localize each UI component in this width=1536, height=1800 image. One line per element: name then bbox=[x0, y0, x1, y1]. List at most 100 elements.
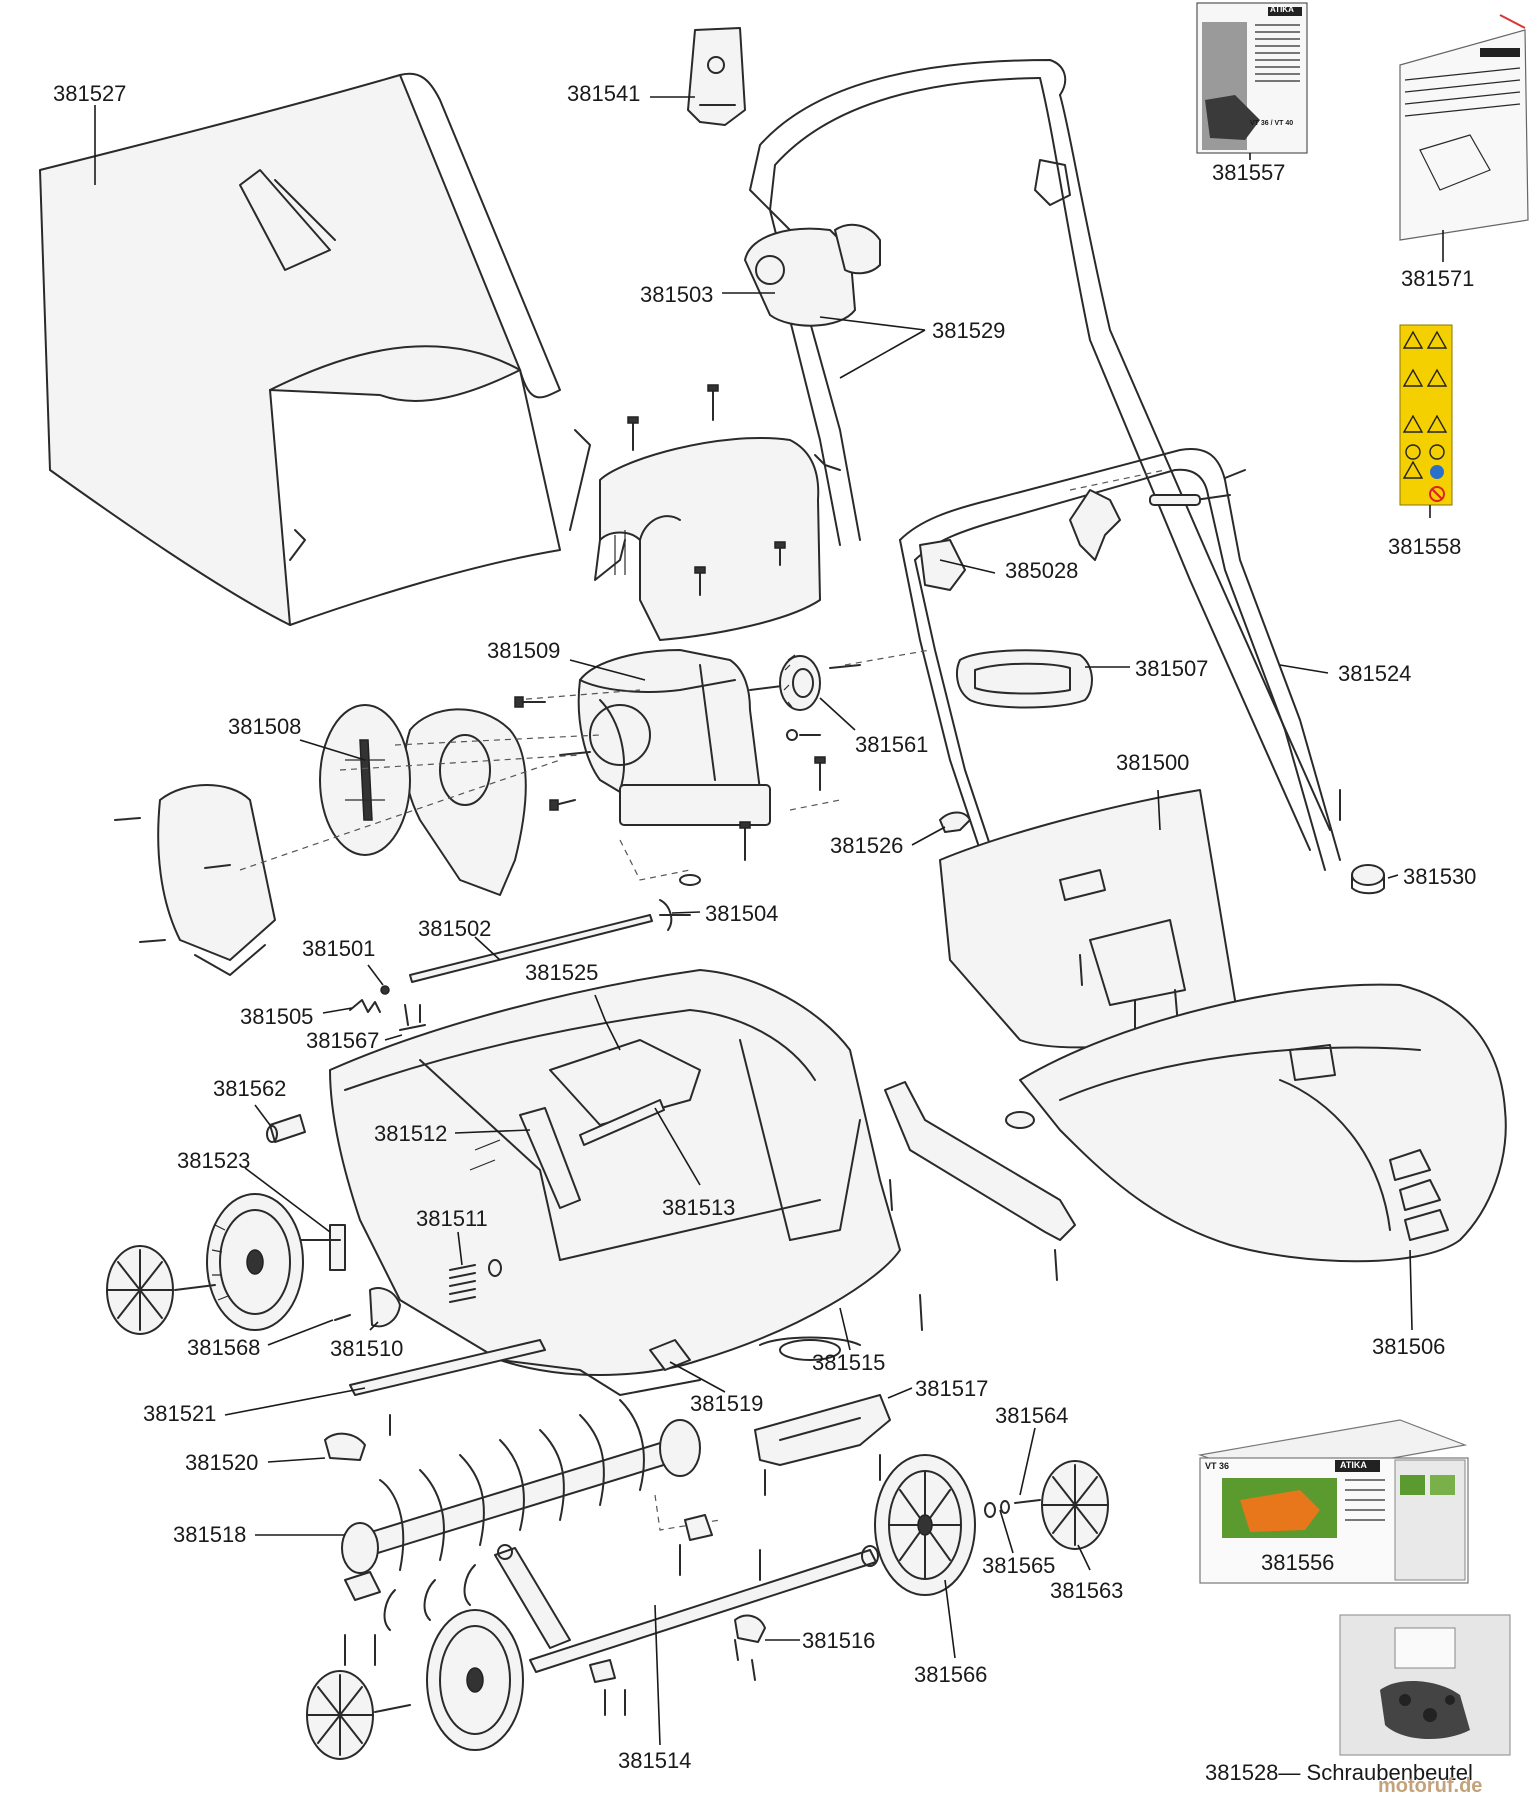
label-381561: 381561 bbox=[855, 732, 929, 757]
label-381528-screw-bag: 381528— Schraubenbeutel bbox=[1205, 1760, 1473, 1785]
label-381541: 381541 bbox=[567, 81, 641, 106]
cable-clip bbox=[956, 649, 1093, 709]
label-381504: 381504 bbox=[705, 901, 779, 926]
label-381571: 381571 bbox=[1401, 266, 1475, 291]
label-381513: 381513 bbox=[662, 1195, 736, 1220]
label-381565: 381565 bbox=[982, 1553, 1056, 1578]
label-381556: 381556 bbox=[1261, 1550, 1335, 1575]
side-bracket bbox=[884, 1081, 1076, 1241]
label-381530: 381530 bbox=[1403, 864, 1477, 889]
label-385028: 385028 bbox=[1005, 558, 1079, 583]
label-381506: 381506 bbox=[1372, 1334, 1446, 1359]
label-381525: 381525 bbox=[525, 960, 599, 985]
motor-cover bbox=[594, 437, 821, 641]
label-381507: 381507 bbox=[1135, 656, 1209, 681]
rear-axle bbox=[529, 1549, 877, 1673]
label-381514: 381514 bbox=[618, 1748, 692, 1773]
wheel-rear-right bbox=[874, 1454, 976, 1596]
handle-clip bbox=[687, 27, 746, 126]
label-381510: 381510 bbox=[330, 1336, 404, 1361]
rod-clip bbox=[380, 985, 390, 995]
label-381519: 381519 bbox=[690, 1391, 764, 1416]
spring bbox=[449, 1259, 502, 1303]
label-381515: 381515 bbox=[812, 1350, 886, 1375]
rubber-foot-lower bbox=[1005, 1111, 1035, 1129]
bearing-381510 bbox=[369, 1287, 401, 1328]
motor bbox=[559, 649, 791, 826]
hubcap-front-left bbox=[106, 1245, 216, 1335]
label-381511: 381511 bbox=[416, 1206, 488, 1231]
label-381523: 381523 bbox=[177, 1148, 251, 1173]
label-381520: 381520 bbox=[185, 1450, 259, 1475]
guide-rail bbox=[349, 1339, 546, 1396]
clip-381516 bbox=[734, 1614, 766, 1643]
upper-handle bbox=[744, 59, 1331, 851]
clip-lower bbox=[589, 1659, 616, 1683]
box-model-text: VT 36 bbox=[1205, 1461, 1230, 1471]
screw-381567 bbox=[399, 1004, 426, 1031]
axle-arm bbox=[494, 1547, 571, 1649]
label-381509: 381509 bbox=[487, 638, 561, 663]
label-381517: 381517 bbox=[915, 1376, 989, 1401]
label-381524: 381524 bbox=[1338, 661, 1412, 686]
clip-381520 bbox=[324, 1432, 366, 1461]
hubcap-rear-left bbox=[306, 1670, 411, 1760]
label-381566: 381566 bbox=[914, 1662, 988, 1687]
motor-screws bbox=[514, 696, 826, 886]
rubber-foot bbox=[1351, 864, 1385, 886]
wheel-rear-left bbox=[426, 1609, 524, 1751]
label-381502: 381502 bbox=[418, 916, 492, 941]
clip-left bbox=[344, 1571, 381, 1601]
manual-models-text: VT 36 / VT 40 bbox=[1250, 120, 1294, 127]
label-381567: 381567 bbox=[306, 1028, 380, 1053]
label-381503: 381503 bbox=[640, 282, 714, 307]
axle-rod bbox=[579, 1099, 665, 1146]
lower-handle-frame bbox=[899, 448, 1341, 1021]
tine-roller bbox=[341, 1399, 701, 1631]
leader-lines bbox=[94, 96, 1444, 1746]
hubcap-rear-right bbox=[984, 1460, 1109, 1550]
wheel-front-left bbox=[206, 1193, 304, 1331]
box-brand-text: ATIKA bbox=[1340, 1460, 1367, 1470]
label-381512: 381512 bbox=[374, 1121, 448, 1146]
rear-flap bbox=[939, 789, 1241, 1049]
label-381508: 381508 bbox=[228, 714, 302, 739]
hinge-rod bbox=[409, 914, 653, 983]
label-381505: 381505 bbox=[240, 1004, 314, 1029]
cover-screws bbox=[627, 384, 786, 596]
instruction-leaflet bbox=[1399, 14, 1529, 241]
label-381527: 381527 bbox=[53, 81, 127, 106]
height-adjust-lever bbox=[519, 1107, 581, 1209]
label-381501: 381501 bbox=[302, 936, 376, 961]
label-381558: 381558 bbox=[1388, 534, 1462, 559]
wheel-axle-bracket bbox=[329, 1224, 346, 1271]
clip-381519 bbox=[649, 1339, 691, 1371]
warning-label bbox=[1399, 324, 1453, 506]
motor-pulley bbox=[779, 654, 861, 711]
bracket-381517 bbox=[754, 1394, 891, 1466]
spring-381505 bbox=[349, 999, 381, 1013]
packaging-box bbox=[1197, 1419, 1469, 1584]
label-381557: 381557 bbox=[1212, 160, 1286, 185]
label-381516: 381516 bbox=[802, 1628, 876, 1653]
rear-hood bbox=[1019, 983, 1507, 1263]
grass-catcher-bag bbox=[39, 72, 591, 626]
label-381518: 381518 bbox=[173, 1522, 247, 1547]
label-381526: 381526 bbox=[830, 833, 904, 858]
watermark: motoruf.de bbox=[1378, 1775, 1483, 1797]
screw-381568 bbox=[334, 1314, 351, 1321]
front-bushing bbox=[269, 1114, 306, 1143]
lower-screws bbox=[344, 469, 1341, 1716]
manual-brand-text: ATIKA bbox=[1270, 5, 1294, 14]
cable-hook bbox=[939, 811, 971, 833]
label-381562: 381562 bbox=[213, 1076, 287, 1101]
main-housing bbox=[329, 969, 901, 1396]
label-381564: 381564 bbox=[995, 1403, 1069, 1428]
manual-booklet bbox=[1196, 2, 1308, 154]
label-381529: 381529 bbox=[932, 318, 1006, 343]
label-381568: 381568 bbox=[187, 1335, 261, 1360]
screw-bag bbox=[1339, 1614, 1511, 1756]
label-381521: 381521 bbox=[143, 1401, 217, 1426]
label-381500: 381500 bbox=[1116, 750, 1190, 775]
